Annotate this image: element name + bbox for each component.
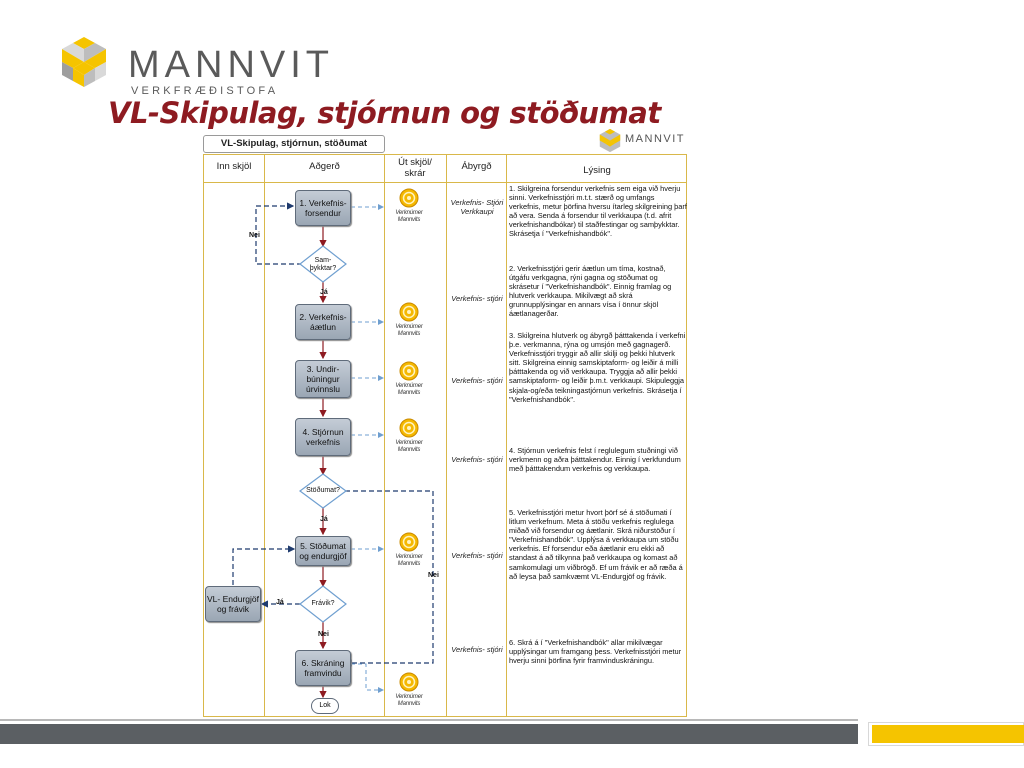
column-header-lysing: Lýsing [583, 165, 611, 176]
diagram-tab-label: VL-Skipulag, stjórnun, stöðumat [203, 135, 385, 153]
description-1: 1. Skilgreina forsendur verkefnis sem ei… [509, 184, 687, 239]
step-stodumat: 5. Stöðumat og endurgjöf [295, 536, 351, 566]
edge-label-ja: Já [276, 599, 284, 606]
footer-bar [0, 724, 858, 744]
mannvit-logo-icon [62, 37, 106, 87]
step-vl-endurgjof: VL- Endurgjöf og frávik [205, 586, 261, 622]
decision-label-stodumat: Stöðumat? [306, 487, 340, 494]
footer-stripe [0, 719, 858, 721]
verknumer-icon [399, 361, 419, 381]
edge-label-ja: Já [320, 289, 328, 296]
responsibility-5: Verkefnis- stjóri [451, 551, 503, 560]
column-header-abyrgd: Ábyrgð [461, 161, 492, 172]
decision-diamond [298, 473, 348, 509]
header-divider [203, 182, 687, 183]
step-verkefnisaaetlun: 2. Verkefnis- áætlun [295, 304, 351, 340]
verknumer-icon [399, 532, 419, 552]
column-header-adgerd: Aðgerð [309, 161, 340, 172]
verknumer-label: Verknúmer Mannvits [395, 383, 423, 396]
description-3: 3. Skilgreina hlutverk og ábyrgð þátttak… [509, 331, 686, 404]
verknumer-icon [399, 302, 419, 322]
step-skraning: 6. Skráning framvindu [295, 650, 351, 686]
description-6: 6. Skrá á í "Verkefnishandbók" allar mik… [509, 638, 682, 666]
document-arrows [351, 204, 384, 693]
column-divider [264, 154, 265, 717]
step-stjornun: 4. Stjórnun verkefnis [295, 418, 351, 456]
description-2: 2. Verkefnisstjóri gerir áætlun um tíma,… [509, 264, 672, 319]
end-terminator: Lok [311, 698, 339, 714]
decision-label-samthykktar: Sam- þykktar? [309, 257, 337, 272]
description-5: 5. Verkefnisstjóri metur hvort þörf sé á… [509, 508, 683, 581]
brand-name: MANNVIT [128, 44, 334, 86]
brand-subtitle: VERKFRÆÐISTOFA [131, 85, 279, 97]
column-divider [506, 154, 507, 717]
column-header-ut-skjol: Út skjöl/ skrár [398, 157, 432, 179]
column-divider [384, 154, 385, 717]
diagram-frame [203, 154, 687, 717]
edge-label-nei: Nei [428, 572, 439, 579]
responsibility-6: Verkefnis- stjóri [451, 645, 503, 654]
edge-label-nei: Nei [318, 631, 329, 638]
verknumer-icon [399, 188, 419, 208]
description-4: 4. Stjórnun verkefnis felst í reglulegum… [509, 446, 681, 474]
footer-accent [872, 725, 1024, 743]
slide-title: VL-Skipulag, stjórnun og stöðumat [108, 96, 661, 130]
mini-logo: MANNVIT [597, 128, 692, 154]
decision-label-fravik: Frávik? [311, 600, 335, 607]
verknumer-icon [399, 672, 419, 692]
decision-diamond [299, 245, 347, 283]
responsibility-2: Verkefnis- stjóri [451, 294, 503, 303]
verknumer-label: Verknúmer Mannvits [395, 440, 423, 453]
verknumer-icon [399, 418, 419, 438]
step-verkefnisforsendur: 1. Verkefnis- forsendur [295, 190, 351, 226]
mini-logo-icon [599, 128, 621, 153]
column-header-inn-skjol: Inn skjöl [216, 161, 252, 172]
responsibility-4: Verkefnis- stjóri [451, 455, 503, 464]
edge-label-nei: Nei [249, 232, 260, 239]
verknumer-label: Verknúmer Mannvits [395, 210, 423, 223]
edge-label-ja: Já [320, 516, 328, 523]
responsibility-1: Verkefnis- Stjóri Verkkaupi [450, 198, 504, 216]
mini-logo-text: MANNVIT [625, 133, 685, 145]
step-undirbuningur: 3. Undir- búningur úrvinnslu [295, 360, 351, 398]
feedback-arrows [232, 202, 434, 667]
verknumer-label: Verknúmer Mannvits [395, 324, 423, 337]
verknumer-label: Verknúmer Mannvits [395, 554, 423, 567]
column-divider [446, 154, 447, 717]
verknumer-label: Verknúmer Mannvits [395, 694, 423, 707]
responsibility-3: Verkefnis- stjóri [451, 376, 503, 385]
decision-diamond [299, 585, 347, 623]
